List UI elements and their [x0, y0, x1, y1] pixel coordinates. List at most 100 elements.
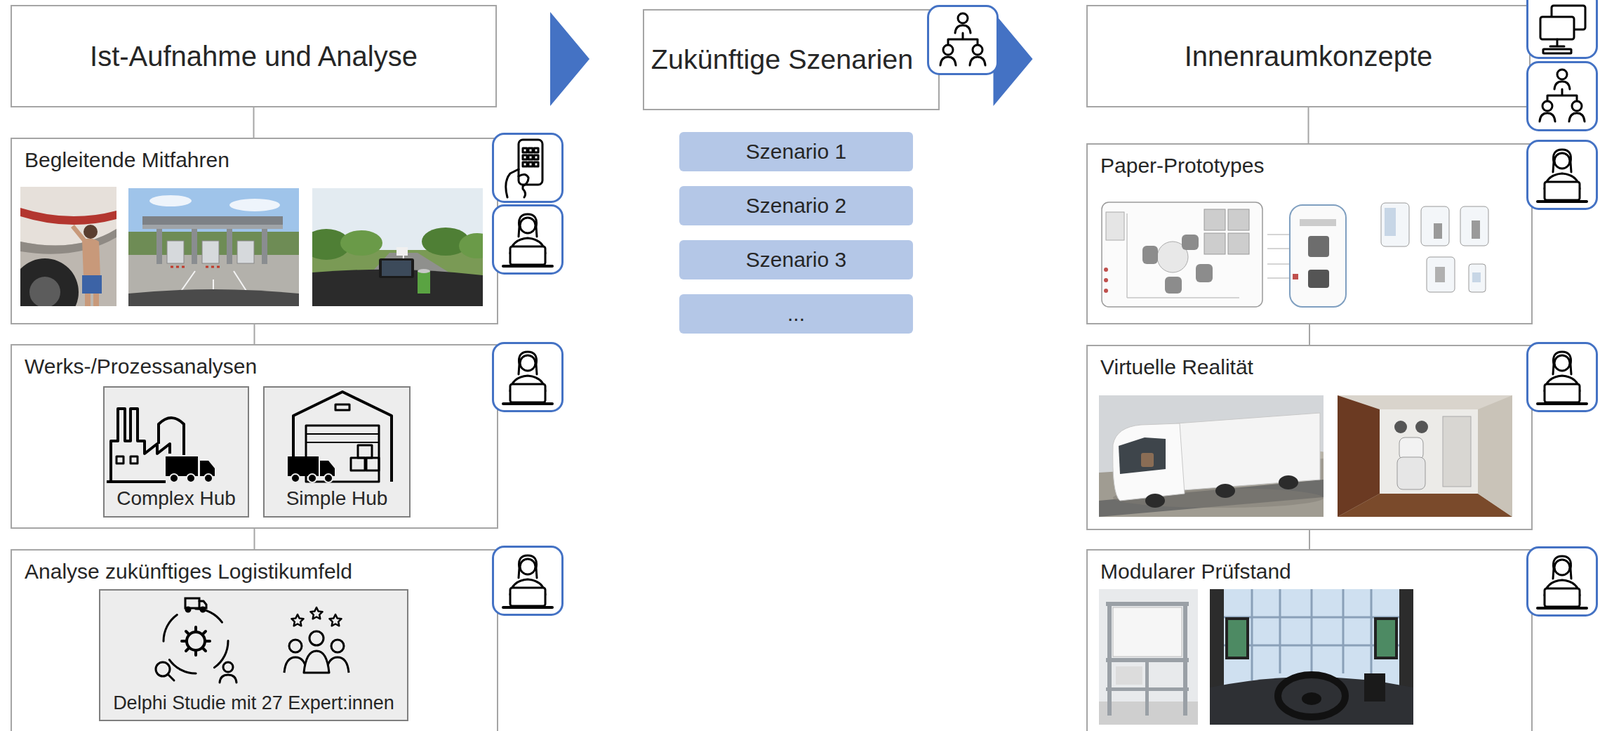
section-box: Virtuelle Realität — [1086, 344, 1533, 530]
factory-icon-part-part — [165, 456, 198, 476]
photo-toll-station-part — [167, 240, 184, 264]
paper-sketch-floorplan-part — [1103, 267, 1109, 272]
test-rig-cab-view — [1209, 588, 1414, 725]
photo-tanker-part — [20, 186, 117, 306]
test-rig-photo-part — [1105, 687, 1189, 691]
node-text: Ist-Aufnahme und Analyse — [89, 39, 418, 73]
expert-group-icon-part — [329, 614, 342, 626]
connector — [1309, 324, 1311, 345]
stage-header: Innenraumkonzepte — [1086, 4, 1531, 108]
computer-icon — [1527, 0, 1598, 59]
hub-box: Delphi Studie mit 27 Expert:innen — [98, 588, 409, 721]
photo-toll-station-part — [226, 228, 233, 264]
test-rig-cab-view-part — [1209, 676, 1414, 725]
process-cycle-icon-part — [181, 626, 210, 655]
paper-sketch-floorplan-part — [1164, 276, 1182, 294]
expert-group-icon-part — [310, 607, 323, 619]
section-box: Werks-/ProzessanalysenComplex HubSimple … — [10, 343, 499, 529]
app-icon — [493, 134, 563, 203]
photo-cab-view-part — [340, 252, 483, 306]
vr-interior-render — [1337, 395, 1513, 517]
photo-tanker — [11, 186, 117, 326]
photo-tanker-part — [20, 186, 117, 246]
factory-icon-part-part — [204, 473, 213, 483]
node-text: Szenario 2 — [745, 192, 847, 219]
photo-toll-station-part — [191, 228, 198, 264]
photo-cab-view-part — [421, 227, 470, 256]
process-cycle-icon-part — [223, 661, 233, 672]
vr-interior-render-part — [1337, 395, 1380, 517]
paper-sketch-views-part — [1421, 206, 1450, 246]
vr-truck-render-part — [1098, 458, 1324, 517]
photo-cab-view-part — [458, 232, 496, 259]
photo-cab-view-part — [417, 270, 431, 294]
paper-sketch-floorplan-part — [1204, 209, 1226, 231]
expert-group-icon-part — [309, 630, 324, 645]
photo-toll-station-part — [128, 254, 299, 306]
photo-cab-view-part — [381, 260, 412, 276]
process-cycle-icon-part — [185, 597, 200, 608]
paper-sketch-floorplan-part — [1127, 213, 1240, 298]
node-text: Begleitende Mitfahren — [24, 147, 230, 173]
photo-toll-station-part — [128, 289, 299, 306]
test-rig-photo-part — [1115, 665, 1143, 685]
photo-toll-station-part — [229, 198, 280, 212]
vr-interior-render-part — [1337, 493, 1513, 517]
expert-group-icon-part — [303, 650, 330, 673]
photo-tanker-part — [93, 293, 99, 306]
connector-line — [254, 324, 256, 344]
paper-sketch-views — [1381, 202, 1489, 292]
connector — [253, 107, 255, 138]
expert-group-icon-part — [289, 639, 302, 652]
paper-sketch-views-part — [1435, 266, 1445, 283]
paper-sketch-floorplan-part — [1103, 277, 1109, 283]
process-cycle-icon-part — [199, 600, 207, 608]
warehouse-icon-part-part — [293, 391, 392, 482]
photo-tanker-part — [70, 224, 88, 243]
test-rig-cab-view-part — [1223, 588, 1400, 680]
photo-toll-station — [128, 188, 299, 306]
node-text: Paper-Prototypes — [1100, 152, 1264, 179]
process-cycle-icon-part — [186, 631, 205, 650]
paper-sketch-cab-part — [1292, 273, 1299, 280]
vr-truck-render-part — [1141, 452, 1154, 467]
vr-truck-render-part — [1118, 437, 1166, 474]
hub-box: Complex Hub — [103, 385, 250, 518]
warehouse-icon-part-part — [350, 457, 365, 471]
expert-group-icon — [284, 607, 349, 673]
process-cycle-icon-part — [200, 607, 205, 612]
test-rig-photo-part — [1105, 657, 1189, 662]
vr-interior-render-part — [1337, 395, 1513, 517]
researcher-icon — [1527, 547, 1598, 616]
test-rig-photo-part — [1098, 588, 1198, 725]
photo-cab-view-part — [340, 230, 383, 256]
test-rig-cab-view-part — [1399, 588, 1414, 725]
vr-truck-render-part — [1112, 423, 1185, 501]
warehouse-icon-part-part — [357, 444, 372, 458]
paper-sketch-floorplan-part — [1157, 241, 1189, 273]
vr-truck-render-part — [1098, 395, 1324, 517]
factory-icon-part-part — [169, 473, 179, 483]
stage-header: Ist-Aufnahme und Analyse — [10, 4, 497, 108]
photo-cab-view-part — [402, 254, 404, 306]
node-text: Szenario 1 — [745, 138, 847, 165]
photo-tanker-part — [20, 207, 117, 225]
warehouse-icon-part-part — [308, 473, 317, 483]
warehouse-icon-part-part — [366, 457, 379, 471]
warehouse-icon-part-part — [320, 460, 335, 476]
warehouse-icon-part-part — [291, 473, 300, 483]
connector — [550, 11, 590, 106]
warehouse-icon-part — [287, 456, 335, 483]
section-box: Modularer Prüfstand — [1086, 548, 1533, 731]
paper-sketch-floorplan-part — [1228, 232, 1250, 255]
test-rig-photo — [1098, 588, 1198, 725]
paper-sketch-cab-part — [1308, 235, 1330, 257]
paper-sketch-cab-part — [1289, 204, 1346, 307]
node-text: Werks-/Prozessanalysen — [24, 353, 257, 379]
scenario-pill: Szenario 1 — [679, 131, 913, 172]
paper-sketch-cab-part — [1267, 234, 1290, 278]
photo-tanker-part — [84, 293, 91, 306]
paper-sketch-floorplan-part — [1181, 234, 1199, 250]
paper-sketch-views-part — [1433, 223, 1443, 239]
test-rig-photo-part — [1098, 701, 1198, 725]
